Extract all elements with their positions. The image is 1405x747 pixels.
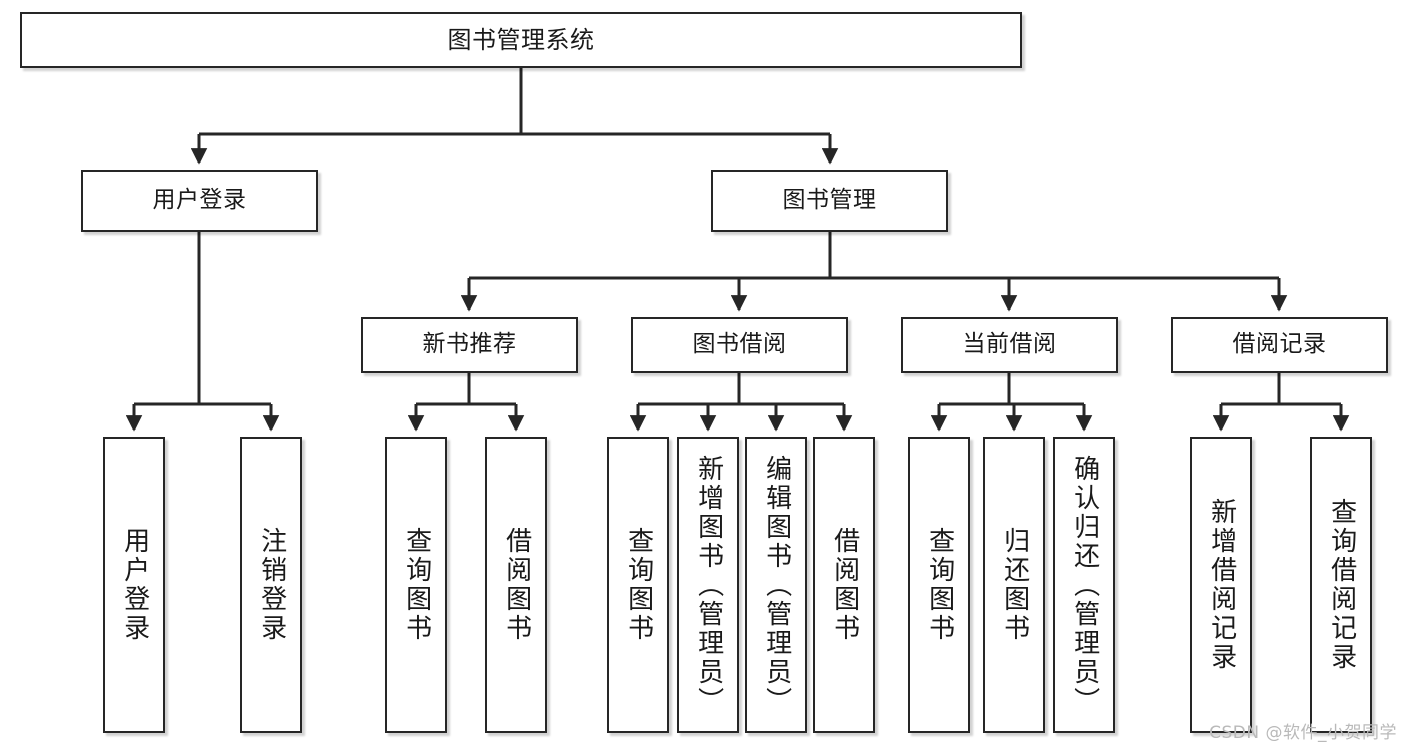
leaf-node[interactable]: 归还图书	[983, 437, 1045, 733]
node-label: 新书推荐	[422, 331, 517, 358]
node-label: 归还图书	[999, 527, 1030, 643]
node-user-login[interactable]: 用户登录	[81, 170, 318, 232]
node-borrow-record[interactable]: 借阅记录	[1171, 317, 1388, 373]
node-label: 图书管理系统	[447, 25, 595, 54]
leaf-node[interactable]: 借阅图书	[813, 437, 875, 733]
node-label: 查询图书	[401, 527, 432, 643]
leaf-node[interactable]: 确认归还（管理员）	[1053, 437, 1115, 733]
node-label: 新增图书（管理员）	[693, 454, 724, 716]
node-new-book-recommend[interactable]: 新书推荐	[361, 317, 578, 373]
leaf-node[interactable]: 查询图书	[607, 437, 669, 733]
node-book-management[interactable]: 图书管理	[711, 170, 948, 232]
leaf-node[interactable]: 查询图书	[908, 437, 970, 733]
node-label: 用户登录	[152, 187, 247, 214]
node-label: 新增借阅记录	[1206, 498, 1237, 672]
leaf-node[interactable]: 新增借阅记录	[1190, 437, 1252, 733]
node-label: 图书管理	[782, 187, 877, 214]
leaf-node[interactable]: 编辑图书（管理员）	[745, 437, 807, 733]
node-label: 查询图书	[924, 527, 955, 643]
node-label: 查询借阅记录	[1326, 498, 1357, 672]
leaf-node[interactable]: 注销登录	[240, 437, 302, 733]
node-label: 用户登录	[119, 527, 150, 643]
leaf-node[interactable]: 用户登录	[103, 437, 165, 733]
node-label: 借阅图书	[501, 527, 532, 643]
leaf-node[interactable]: 查询图书	[385, 437, 447, 733]
node-label: 借阅记录	[1232, 331, 1327, 358]
node-label: 借阅图书	[829, 527, 860, 643]
node-label: 图书借阅	[692, 331, 787, 358]
node-book-borrow[interactable]: 图书借阅	[631, 317, 848, 373]
csdn-watermark: CSDN @软件_小贺同学	[1209, 723, 1397, 743]
node-label: 编辑图书（管理员）	[761, 454, 792, 716]
node-root-system[interactable]: 图书管理系统	[20, 12, 1022, 68]
node-label: 当前借阅	[962, 331, 1057, 358]
leaf-node[interactable]: 借阅图书	[485, 437, 547, 733]
node-current-borrow[interactable]: 当前借阅	[901, 317, 1118, 373]
node-label: 查询图书	[623, 527, 654, 643]
node-label: 确认归还（管理员）	[1069, 454, 1100, 716]
leaf-node[interactable]: 查询借阅记录	[1310, 437, 1372, 733]
node-label: 注销登录	[256, 527, 287, 643]
leaf-node[interactable]: 新增图书（管理员）	[677, 437, 739, 733]
